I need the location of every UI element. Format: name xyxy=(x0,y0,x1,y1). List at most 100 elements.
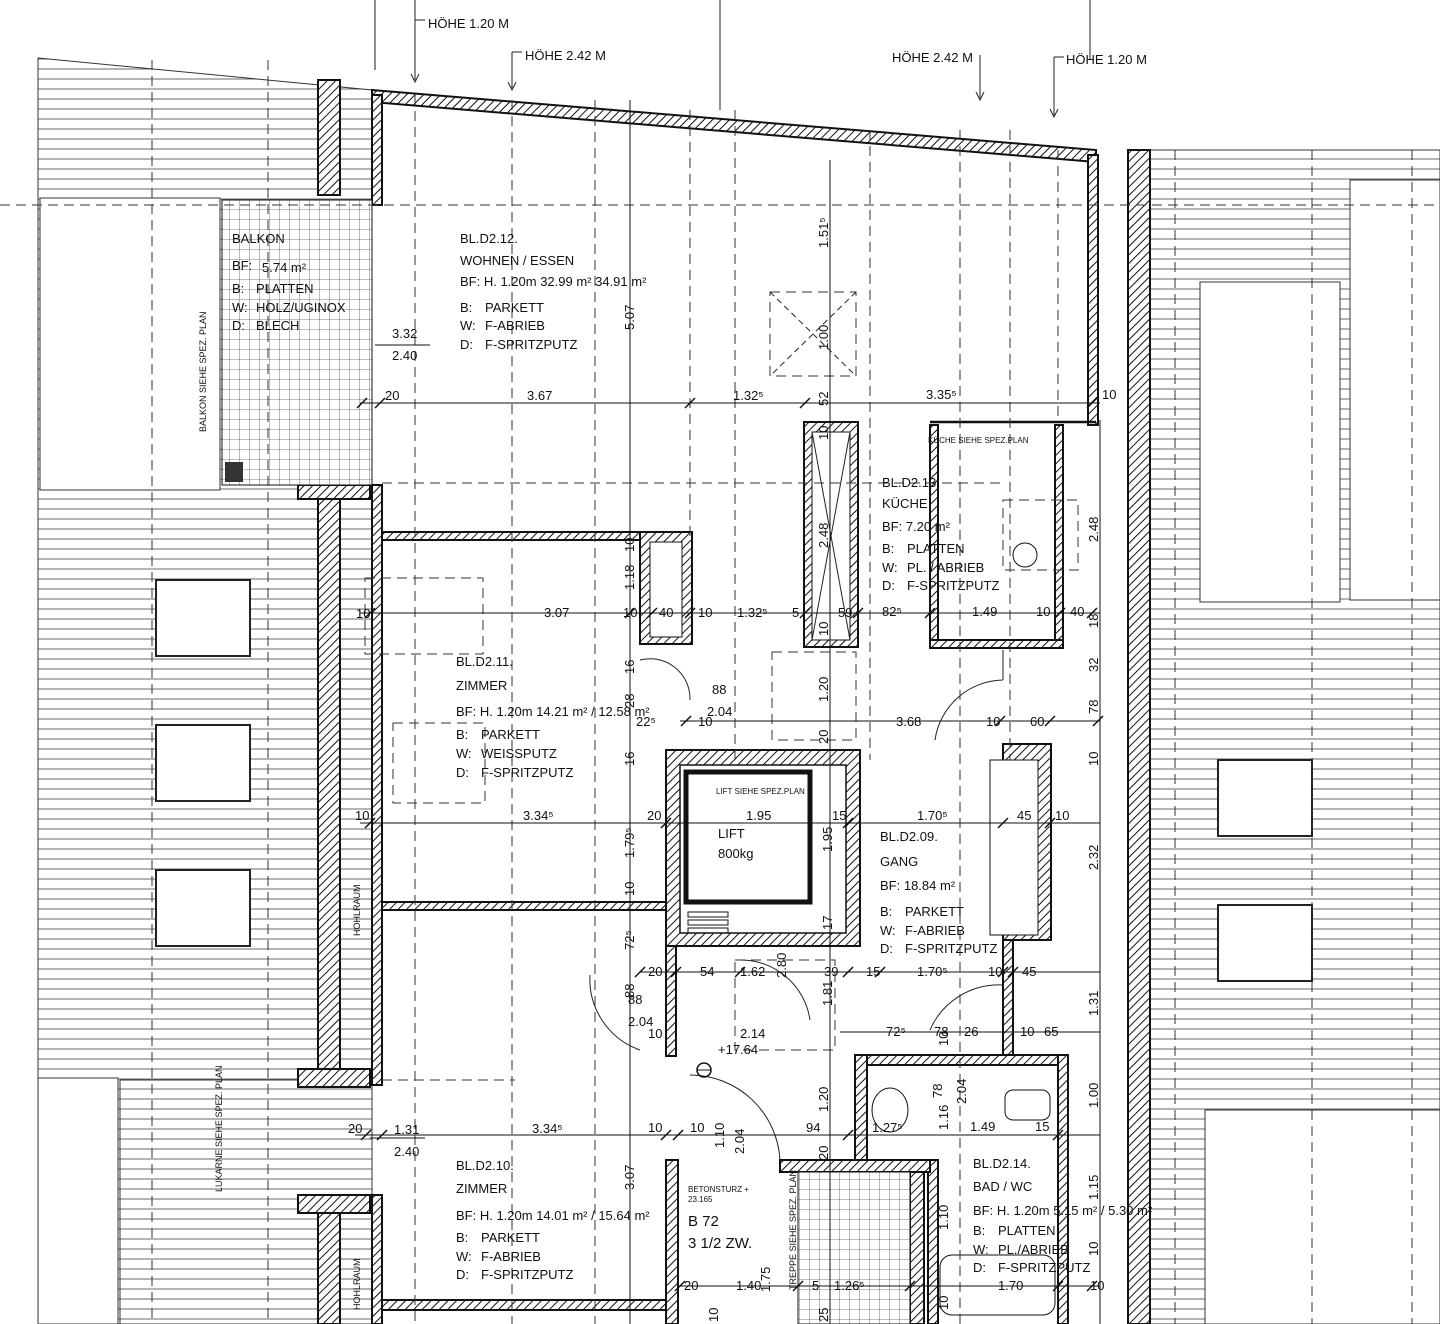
svg-text:PL./ABRIEB: PL./ABRIEB xyxy=(998,1242,1069,1257)
svg-text:2.04: 2.04 xyxy=(628,1014,653,1029)
dimension-tick xyxy=(1086,1280,1098,1292)
height-label-4: HÖHE 1.20 M xyxy=(1066,52,1147,67)
room-zimmer-11: BL.D2.11. ZIMMER BF: H. 1.20m 14.21 m² /… xyxy=(456,654,650,780)
svg-text:D:: D: xyxy=(882,578,895,593)
dimension-tick xyxy=(792,1280,804,1292)
svg-text:10: 10 xyxy=(1090,1278,1104,1293)
dimension-labels: 3.32 2.40 20 3.67 1.32⁵ 3.35⁵ 10 10 3.07… xyxy=(348,326,1116,1293)
svg-text:40: 40 xyxy=(659,605,673,620)
svg-text:BF:: BF: xyxy=(232,258,252,273)
svg-text:20: 20 xyxy=(648,964,662,979)
svg-text:3.68: 3.68 xyxy=(896,714,921,729)
dimension-tick xyxy=(680,715,692,727)
walls xyxy=(297,79,1151,1324)
svg-text:72⁵: 72⁵ xyxy=(886,1024,906,1039)
dimension-tick xyxy=(646,607,658,619)
balcony-paving xyxy=(221,199,373,486)
svg-text:1.40: 1.40 xyxy=(736,1278,761,1293)
svg-text:GANG: GANG xyxy=(880,854,918,869)
svg-text:1.20: 1.20 xyxy=(816,1087,831,1112)
svg-text:BETONSTURZ +: BETONSTURZ + xyxy=(688,1185,749,1194)
unit-size: 3 1/2 ZW. xyxy=(688,1235,752,1252)
dimension-lines xyxy=(355,100,1101,1324)
svg-text:10: 10 xyxy=(355,808,369,823)
svg-text:BF: H. 1.20m 32.99 m² 34.91: BF: H. 1.20m 32.99 m² 34.91 m² xyxy=(460,274,647,289)
svg-text:10: 10 xyxy=(1020,1024,1034,1039)
svg-text:1.70⁵: 1.70⁵ xyxy=(917,808,948,823)
svg-text:5.74 m²: 5.74 m² xyxy=(262,260,307,275)
svg-text:1.32⁵: 1.32⁵ xyxy=(737,605,768,620)
dimension-tick xyxy=(1086,607,1098,619)
svg-text:20: 20 xyxy=(647,808,661,823)
svg-text:10: 10 xyxy=(936,1032,951,1046)
svg-text:BF: 7.20 m²: BF: 7.20 m² xyxy=(882,519,951,534)
svg-text:1.51⁵: 1.51⁵ xyxy=(816,217,831,248)
note-hohlraum: HOHLRAUM xyxy=(352,884,362,936)
svg-text:D:: D: xyxy=(880,941,893,956)
svg-text:2.48: 2.48 xyxy=(1086,517,1101,542)
svg-text:B:: B: xyxy=(456,727,468,742)
svg-text:23.165: 23.165 xyxy=(688,1195,713,1204)
svg-text:PL. / ABRIEB: PL. / ABRIEB xyxy=(907,560,984,575)
svg-text:HOLZ/UGINOX: HOLZ/UGINOX xyxy=(256,300,346,315)
svg-text:F-SPRITZPUTZ: F-SPRITZPUTZ xyxy=(485,337,577,352)
svg-text:28: 28 xyxy=(622,694,637,708)
svg-text:2.32: 2.32 xyxy=(1086,845,1101,870)
svg-text:10: 10 xyxy=(816,426,831,440)
svg-text:ZIMMER: ZIMMER xyxy=(456,1181,507,1196)
svg-text:1.31: 1.31 xyxy=(394,1122,419,1137)
dimension-tick xyxy=(842,966,854,978)
svg-text:B:: B: xyxy=(882,541,894,556)
svg-text:LIFT: LIFT xyxy=(718,826,745,841)
svg-text:D:: D: xyxy=(460,337,473,352)
height-label-1: HÖHE 1.20 M xyxy=(428,16,509,31)
svg-text:52: 52 xyxy=(816,392,831,406)
svg-text:39: 39 xyxy=(824,964,838,979)
svg-text:2.04: 2.04 xyxy=(707,704,732,719)
height-markers xyxy=(410,19,1064,119)
height-label-2: HÖHE 2.42 M xyxy=(525,48,606,63)
svg-text:1.62: 1.62 xyxy=(740,964,765,979)
svg-text:45: 45 xyxy=(1017,808,1031,823)
svg-text:88: 88 xyxy=(622,984,637,998)
svg-text:PARKETT: PARKETT xyxy=(905,904,964,919)
svg-text:15: 15 xyxy=(832,808,846,823)
svg-text:1.16: 1.16 xyxy=(936,1105,951,1130)
dimension-tick xyxy=(1086,397,1098,409)
svg-text:1.32⁵: 1.32⁵ xyxy=(733,388,764,403)
svg-text:1.26⁵: 1.26⁵ xyxy=(834,1278,865,1293)
dimension-tick xyxy=(994,715,1006,727)
svg-text:32: 32 xyxy=(1086,658,1101,672)
svg-text:PLATTEN: PLATTEN xyxy=(907,541,965,556)
svg-text:2.04: 2.04 xyxy=(732,1129,747,1154)
svg-text:78: 78 xyxy=(934,1024,948,1039)
svg-text:15: 15 xyxy=(866,964,880,979)
svg-text:BF: H. 1.20m 14.21 m² / 12.58: BF: H. 1.20m 14.21 m² / 12.58 m² xyxy=(456,704,650,719)
svg-text:3.35⁵: 3.35⁵ xyxy=(926,387,957,402)
svg-text:1.75: 1.75 xyxy=(758,1267,773,1292)
svg-text:10: 10 xyxy=(622,538,637,552)
room-kueche: KÜCHE SIEHE SPEZ.PLAN BL.D2.13. KÜCHE BF… xyxy=(882,436,1029,593)
svg-text:1.70: 1.70 xyxy=(998,1278,1023,1293)
svg-text:BL.D2.09.: BL.D2.09. xyxy=(880,829,938,844)
svg-text:59: 59 xyxy=(838,605,852,620)
svg-text:1.95: 1.95 xyxy=(820,827,835,852)
svg-text:1.31: 1.31 xyxy=(1086,991,1101,1016)
svg-text:W:: W: xyxy=(973,1242,989,1257)
svg-text:1.00: 1.00 xyxy=(1086,1083,1101,1108)
svg-text:WOHNEN / ESSEN: WOHNEN / ESSEN xyxy=(460,253,574,268)
svg-text:F-SPRITZPUTZ: F-SPRITZPUTZ xyxy=(905,941,997,956)
dimension-tick xyxy=(684,397,696,409)
dimension-tick xyxy=(924,607,936,619)
svg-text:10: 10 xyxy=(988,964,1002,979)
svg-text:BL.D2.10.: BL.D2.10. xyxy=(456,1158,514,1173)
svg-text:10: 10 xyxy=(706,1308,721,1322)
svg-text:BL.D2.14.: BL.D2.14. xyxy=(973,1156,1031,1171)
svg-text:20: 20 xyxy=(684,1278,698,1293)
svg-text:BLECH: BLECH xyxy=(256,318,299,333)
svg-text:W:: W: xyxy=(456,1249,472,1264)
svg-text:2.40: 2.40 xyxy=(392,348,417,363)
dimension-tick xyxy=(670,966,682,978)
note-lukarne: LUKARNE SIEHE SPEZ. PLAN xyxy=(214,1065,224,1192)
dimension-tick xyxy=(374,397,386,409)
